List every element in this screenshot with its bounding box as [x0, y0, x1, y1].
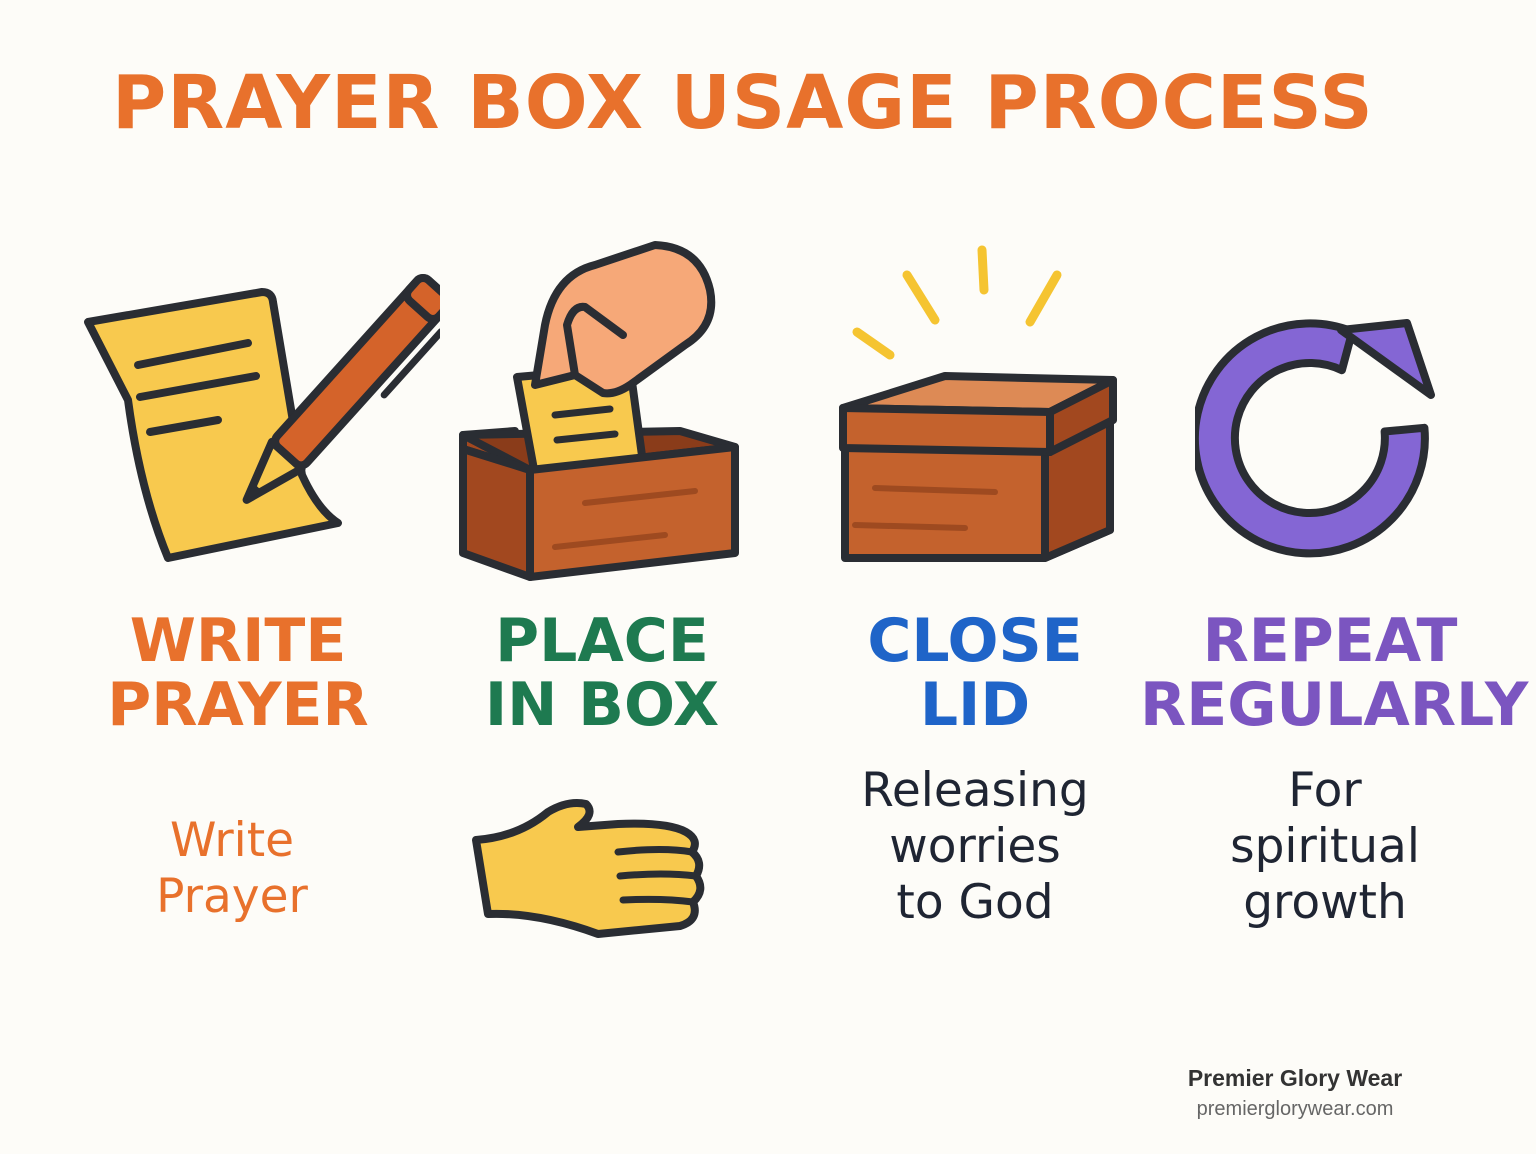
open-hand-icon: [472, 799, 705, 938]
brand-url: premierglorywear.com: [1196, 1098, 1394, 1120]
paper-pen-icon: [84, 273, 440, 562]
repeat-arrow-icon: [1195, 319, 1435, 558]
hand-placing-paper-in-box-icon: [459, 241, 739, 581]
page-title: PRAYER BOX USAGE PROCESS: [112, 60, 1374, 146]
closed-box-icon: [839, 245, 1117, 562]
brand-name: Premier Glory Wear: [1187, 1065, 1403, 1091]
